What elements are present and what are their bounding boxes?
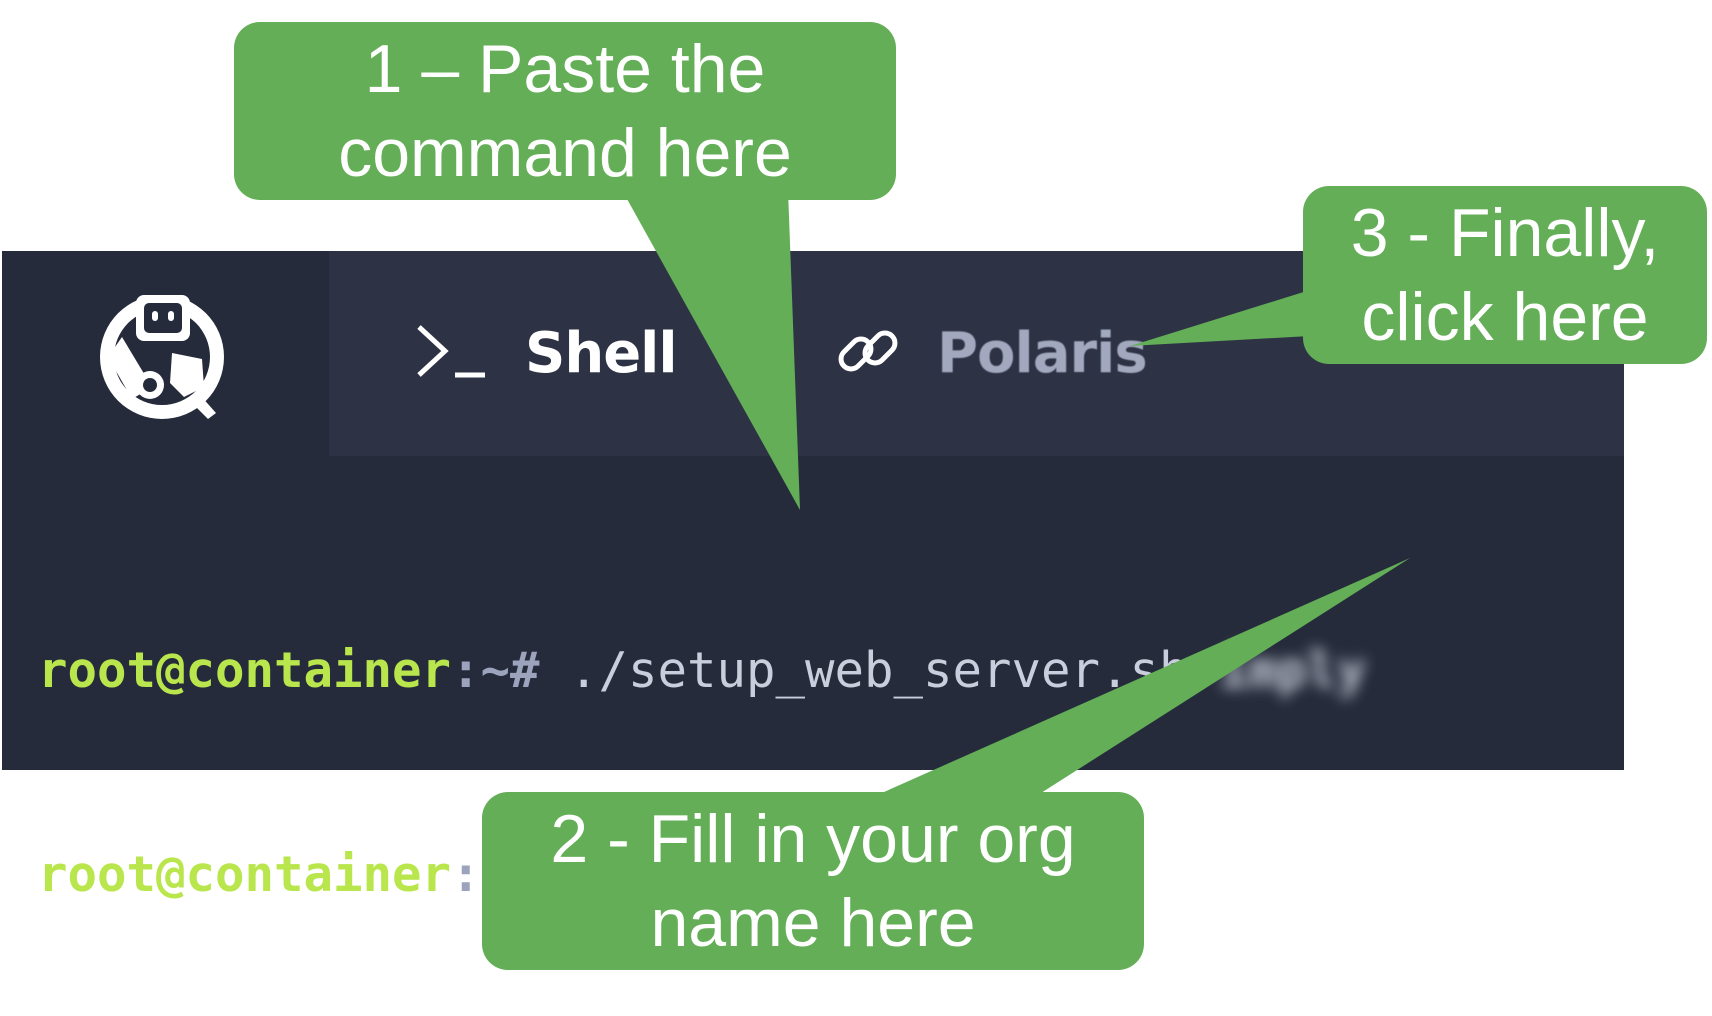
callout-step-1: 1 – Paste the command here [234, 22, 896, 200]
tab-shell-label: Shell [525, 321, 678, 386]
prompt-path: :~# [451, 642, 540, 699]
terminal-line: root@container:~# ./setup_web_server.sh i… [38, 637, 1366, 705]
tab-polaris-label: Polaris [937, 321, 1148, 386]
command-text: ./setup_web_server.sh [540, 637, 1189, 705]
robot-logo-icon [100, 295, 224, 419]
callout-step-3: 3 - Finally, click here [1303, 186, 1707, 364]
callout-step-1-line1: 1 – Paste the [364, 31, 766, 107]
tab-shell[interactable]: Shell [329, 251, 749, 456]
callout-step-3-line2: click here [1361, 279, 1649, 355]
command-argument: imply [1218, 642, 1367, 699]
command-name: ./setup_web_server.sh [569, 642, 1189, 699]
callout-step-1-line2: command here [338, 115, 792, 191]
callout-step-2: 2 - Fill in your org name here [482, 792, 1144, 970]
callout-step-2-line2: name here [650, 885, 976, 961]
terminal-prompt-icon [415, 323, 489, 384]
callout-step-2-line1: 2 - Fill in your org [550, 801, 1076, 877]
logo-tab[interactable] [2, 251, 329, 456]
prompt-user-host: root@container [38, 846, 452, 903]
tab-polaris[interactable]: Polaris [749, 251, 1349, 456]
link-icon [835, 318, 901, 389]
callout-step-3-line1: 3 - Finally, [1350, 195, 1660, 271]
prompt-user-host: root@container [38, 642, 452, 699]
